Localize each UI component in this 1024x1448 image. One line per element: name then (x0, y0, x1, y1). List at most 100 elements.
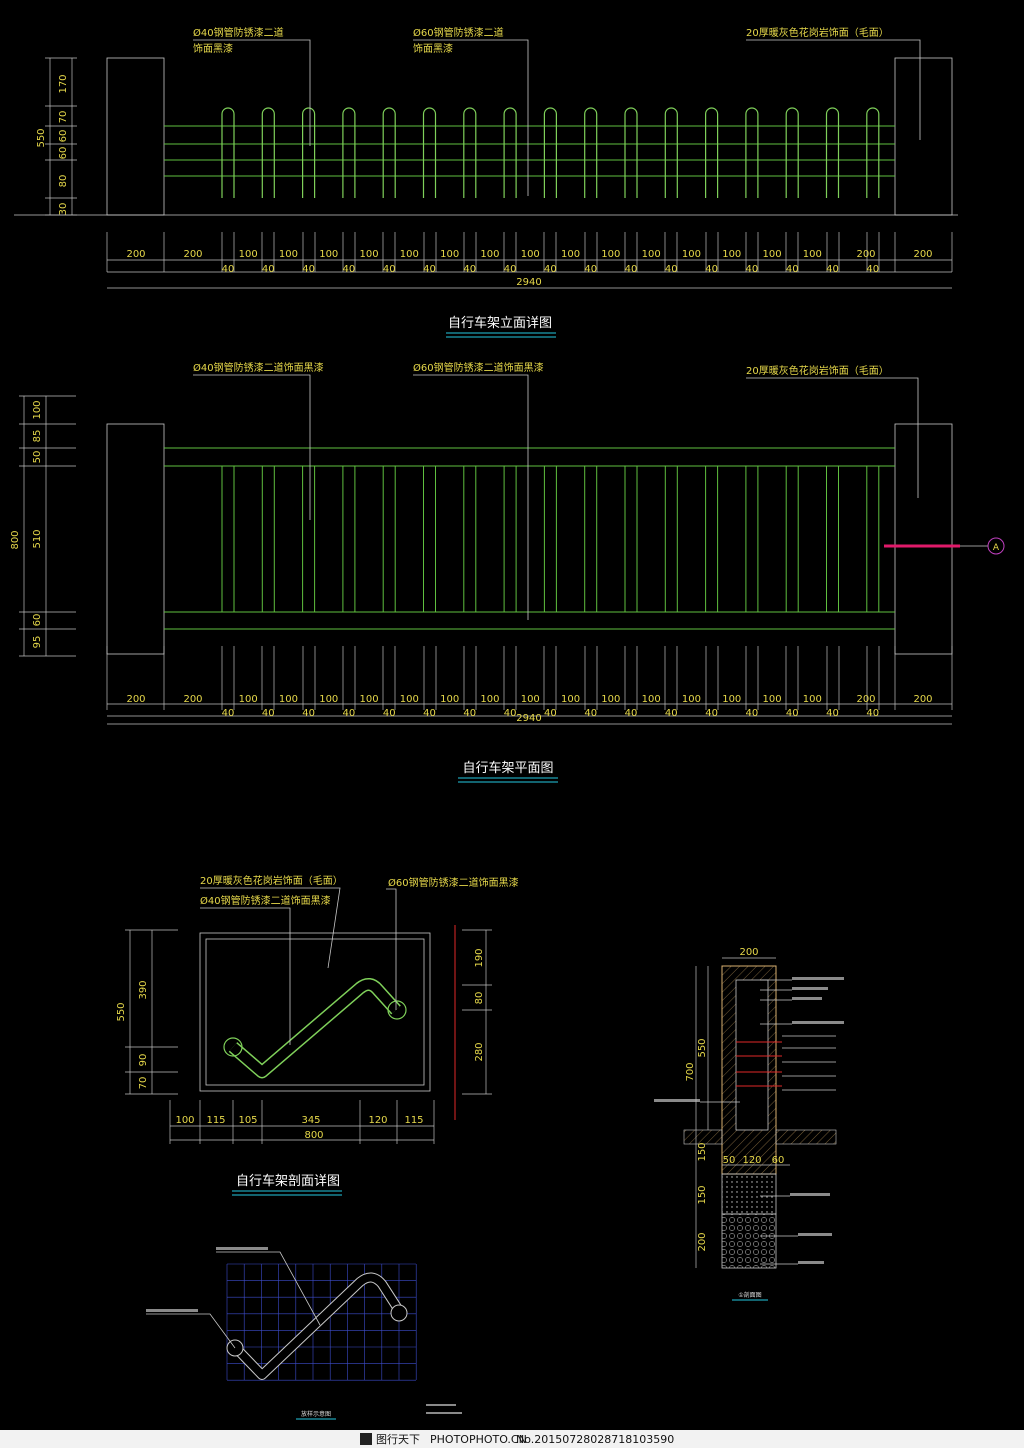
pipe-loop (342, 107, 356, 198)
vdim-value: 70 (138, 1077, 149, 1090)
pipe-loop (543, 107, 557, 198)
hdim-value: 100 (642, 249, 661, 260)
hdim-value: 100 (440, 249, 459, 260)
callout-pipe40: Ø40钢管防锈漆二道 (193, 26, 284, 39)
vdim-value: 85 (32, 430, 43, 443)
material-leaders (700, 979, 798, 1265)
callout-pipe40: Ø40钢管防锈漆二道饰面黑漆 (200, 894, 331, 907)
hdim-value: 100 (561, 694, 580, 705)
callout-leader (200, 887, 341, 969)
pipe-loop (382, 107, 396, 198)
hdim-value: 100 (521, 249, 540, 260)
ground-slab (683, 1129, 723, 1145)
hdim-value: 105 (238, 1115, 257, 1126)
material-notes (654, 977, 844, 1264)
vdim-value: 80 (474, 992, 485, 1005)
hdim-value: 100 (722, 694, 741, 705)
hdim-value: 100 (763, 249, 782, 260)
hdim-value: 120 (742, 1155, 761, 1166)
hdim-value: 115 (404, 1115, 423, 1126)
hdim-value: 100 (239, 694, 258, 705)
vdim-value: 90 (138, 1054, 149, 1067)
hdim-value: 40 (746, 708, 759, 719)
grid-note (426, 1412, 462, 1414)
hdim-value: 40 (786, 708, 799, 719)
grid-note (216, 1247, 268, 1250)
vdim-value: 95 (32, 636, 43, 649)
hdim-value: 40 (625, 708, 638, 719)
hdim-value: 100 (763, 694, 782, 705)
section-view: 20厚暖灰色花岗岩饰面（毛面） Ø40钢管防锈漆二道饰面黑漆 Ø60钢管防锈漆二… (116, 874, 519, 1196)
vdim-value: 100 (32, 400, 43, 419)
hdim-value: 345 (301, 1115, 320, 1126)
hdim-value: 40 (504, 708, 517, 719)
hdim-value: 40 (302, 708, 315, 719)
pipe-loop (705, 107, 719, 198)
pipe-loop (503, 107, 517, 198)
pipe-loop (463, 107, 477, 198)
callout-pipe60: Ø60钢管防锈漆二道饰面黑漆 (388, 876, 519, 889)
hdim-value: 100 (682, 249, 701, 260)
hdim-value: 100 (803, 249, 822, 260)
hdim-value: 40 (262, 264, 275, 275)
hdim-ticks (169, 1100, 435, 1144)
callout-pipe60: Ø60钢管防锈漆二道饰面黑漆 (413, 361, 544, 374)
hdim-value: 200 (183, 694, 202, 705)
pipe-end-left (223, 1037, 243, 1057)
hdim-value: 200 (126, 249, 145, 260)
rebar-lines (736, 1041, 782, 1087)
plan-view: A Ø40钢管防锈漆二道饰面黑漆 Ø60钢管防锈漆二道饰面黑漆 20厚暖灰色花岗… (10, 361, 1005, 783)
hdim-value: 40 (504, 264, 517, 275)
hdim-value: 40 (343, 264, 356, 275)
hdim-value: 40 (786, 264, 799, 275)
vdim-value: 550 (697, 1038, 708, 1057)
hdim-value: 200 (913, 694, 932, 705)
hdim-value: 40 (383, 708, 396, 719)
footer-background (0, 1430, 1024, 1448)
section-title: 自行车架剖面详图 (236, 1173, 340, 1189)
stone-layer (721, 1213, 777, 1269)
callout-leader (193, 374, 311, 520)
pipe-loop (221, 107, 235, 198)
vdim-value: 280 (474, 1042, 485, 1061)
hdim-value: 40 (746, 264, 759, 275)
vdim-total: 550 (116, 1002, 127, 1021)
hdim-value: 100 (521, 694, 540, 705)
hdim-value: 40 (222, 708, 235, 719)
hdim-value: 40 (705, 264, 718, 275)
pipe-loop (664, 107, 678, 198)
vdim-ticks (462, 929, 492, 1095)
detail-title: ①剖面图 (738, 1291, 761, 1299)
grid-title: 放样示意图 (301, 1410, 331, 1418)
total-dim: 800 (304, 1130, 323, 1141)
hdim-value: 40 (463, 264, 476, 275)
total-dim: 2940 (516, 277, 541, 288)
callout-leader (216, 1251, 321, 1326)
grid-note (146, 1309, 198, 1312)
vdim-value: 30 (58, 203, 69, 216)
hdim-value: 100 (319, 249, 338, 260)
hdim-value: 100 (601, 249, 620, 260)
plan-title: 自行车架平面图 (462, 760, 553, 776)
hdim-value: 40 (423, 708, 436, 719)
hdim-value: 100 (400, 249, 419, 260)
hdim-value: 40 (544, 708, 557, 719)
hdim-value: 100 (279, 249, 298, 260)
hdim-value: 40 (826, 708, 839, 719)
hdim-value: 100 (360, 249, 379, 260)
vdim-value: 510 (32, 529, 43, 548)
s-pipe-core (232, 1273, 404, 1379)
pipe-loop (825, 107, 840, 198)
hdim-value: 40 (463, 708, 476, 719)
callout-leader (413, 374, 529, 620)
hdim-value: 200 (183, 249, 202, 260)
column-core (735, 979, 769, 1131)
section-marker-icon (987, 537, 1005, 555)
section-outer-block (199, 932, 431, 1092)
callout-pipe40: Ø40钢管防锈漆二道饰面黑漆 (193, 361, 324, 374)
hdim-value: 200 (856, 694, 875, 705)
callout-granite: 20厚暖灰色花岗岩饰面（毛面） (746, 364, 889, 377)
callout-leader (200, 907, 291, 1045)
hdim-value: 40 (665, 264, 678, 275)
gravel-layer (721, 1173, 777, 1215)
